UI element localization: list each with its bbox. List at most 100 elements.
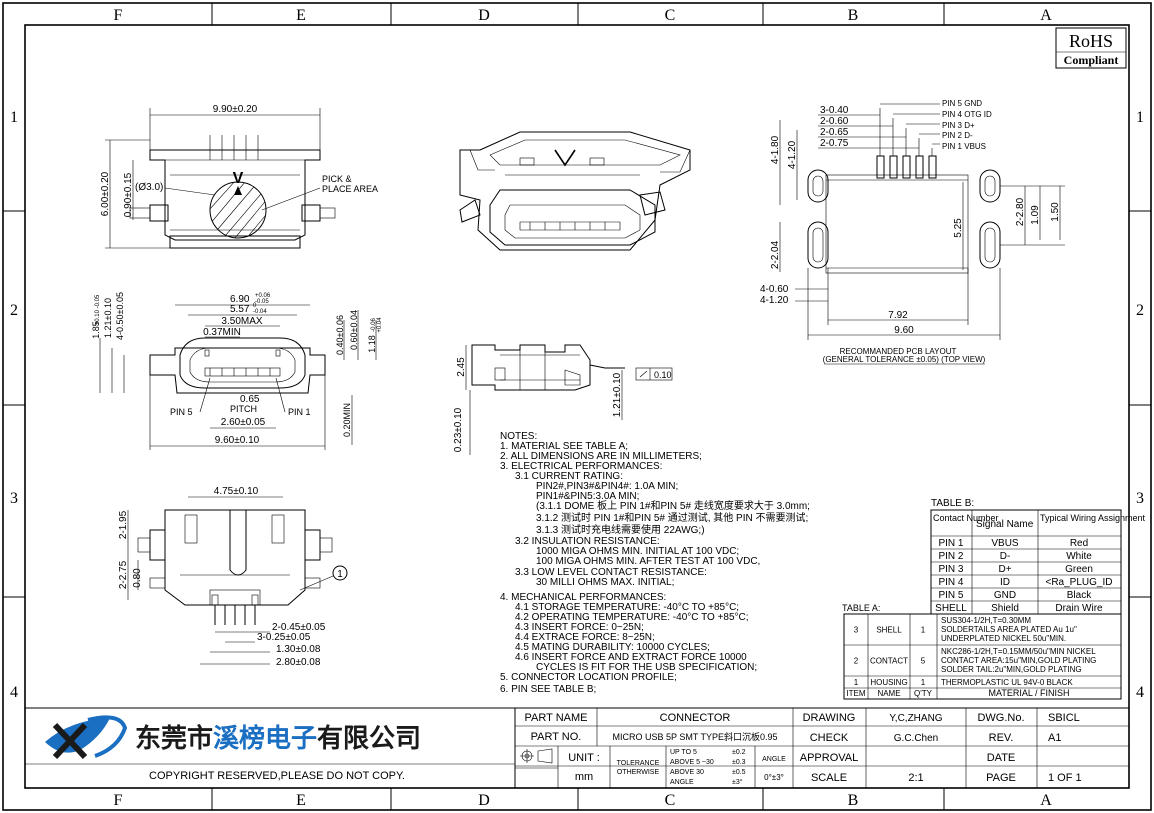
pin-pad <box>915 155 924 179</box>
pad-oval <box>807 169 829 203</box>
table-a-item: 1 <box>854 678 859 687</box>
zone-label-left: 3 <box>10 490 18 507</box>
copyright: COPYRIGHT RESERVED,PLEASE DO NOT COPY. <box>149 770 405 782</box>
table-b-contact: SHELL <box>935 603 967 614</box>
rev-label: REV. <box>989 732 1014 744</box>
table-b-signal: D+ <box>998 564 1011 575</box>
pcb-dim-120h: 4-1.20 <box>760 295 789 306</box>
note-line: (3.1.1 DOME 板上 PIN 1#和PIN 5# 走线宽度要求大于 3.… <box>536 499 810 512</box>
flatness-frame <box>635 367 673 381</box>
table-b-signal: Shield <box>991 603 1019 614</box>
pcb-dim-525: 5.25 <box>953 218 964 238</box>
dim-023: 0.23±0.10 <box>453 407 464 452</box>
tol-value: ±0.3 <box>732 759 746 766</box>
note-line: 4.6 INSERT FORCE AND EXTRACT FORCE 10000 <box>515 652 747 663</box>
table-a-header: ITEM <box>846 689 865 698</box>
table-b-signal: GND <box>994 590 1016 601</box>
table-b-title: TABLE B: <box>931 498 974 509</box>
scale-value: 2:1 <box>908 772 923 784</box>
zone-label-top: A <box>1040 7 1052 24</box>
zone-label-bottom: A <box>1040 792 1052 809</box>
rev-value: A1 <box>1048 732 1061 744</box>
pick-place-label-1: PICK & <box>322 174 352 184</box>
isometric-view <box>459 131 691 251</box>
drawing-label: DRAWING <box>803 712 856 724</box>
pcb-pin-label: PIN 1 VBUS <box>942 142 986 151</box>
note-line: 5. CONNECTOR LOCATION PROFILE; <box>500 672 677 683</box>
zone-label-bottom: B <box>848 792 859 809</box>
note-line: 100 MIGA OHMS MIN. AFTER TEST AT 100 VDC… <box>536 556 760 567</box>
pad-oval <box>807 221 829 269</box>
pcb-dim-150: 1.50 <box>1050 202 1061 222</box>
note-line: 3. ELECTRICAL PERFORMANCES: <box>500 461 662 472</box>
dim-050: 4-0.50±0.05 <box>115 292 125 340</box>
zone-label-top: B <box>848 7 859 24</box>
pitch-label: PITCH <box>230 404 257 414</box>
page-label: PAGE <box>986 772 1016 784</box>
dim-275: 2-2.75 <box>118 560 129 589</box>
opening-view: 6.90 +0.06 -0.05 5.57 0 -0.04 3.50MAX 0.… <box>91 292 383 450</box>
rohs-subtitle: Compliant <box>1064 53 1119 67</box>
pcb-dim: 3-0.40 <box>820 105 849 116</box>
zone-labels: F E D C B A F E D C B A 1 2 3 4 1 2 3 4 <box>10 7 1144 809</box>
table-b-header: Contact Number <box>933 513 999 523</box>
company-suffix: 有限公司 <box>317 723 421 753</box>
unit-label: UNIT : <box>568 752 600 764</box>
dim-080: 0.80 <box>132 568 143 588</box>
table-a-material: UNDERPLATED NICKEL 50u"MIN. <box>941 634 1066 643</box>
bottom-view: 4.75±0.10 2-1.95 2-2.75 0.80 1 2-0.45±0.… <box>118 486 348 668</box>
table-a-header: MATERIAL / FINISH <box>988 688 1069 698</box>
table-a-material: NKC286-1/2H,T=0.15MM/50u"MIN NICKEL <box>941 647 1096 656</box>
note-line: 4.5 MATING DURABILITY: 10000 CYCLES; <box>515 642 710 653</box>
zone-label-left: 1 <box>10 109 18 126</box>
angle-value: 0°±3° <box>764 773 784 782</box>
tol-range: ABOVE 30 <box>670 769 704 776</box>
table-a-qty: 1 <box>921 678 926 687</box>
approval-label: APPROVAL <box>800 752 859 764</box>
check-value: G.C.Chen <box>894 733 938 744</box>
angle-tol: ±3° <box>732 778 743 786</box>
front-view: V 9.90±0.20 6.00±0.20 0.90±0.15 (Ø3.0) P… <box>100 104 378 249</box>
table-a-name: SHELL <box>876 626 902 635</box>
dim-350: 3.50MAX <box>221 316 262 327</box>
note-line: 30 MILLI OHMS MAX. INITIAL; <box>536 577 674 588</box>
dim-circle: (Ø3.0) <box>135 182 163 193</box>
zone-label-bottom: C <box>665 792 676 809</box>
table-b-wiring: Black <box>1067 590 1092 601</box>
table-a-name: HOUSING <box>870 678 907 687</box>
table-b-contact: PIN 2 <box>938 551 963 562</box>
zone-ticks <box>3 3 1151 810</box>
note-line: 3.3 LOW LEVEL CONTACT RESISTANCE: <box>515 567 707 578</box>
dim-020: 0.20MIN <box>342 403 352 437</box>
pcb-dim-204: 2-2.04 <box>770 240 781 269</box>
dim-065: 0.65 <box>240 394 260 405</box>
table-a-material: SUS304-1/2H,T=0.30MM <box>941 616 1031 625</box>
dim-557-tol-lower: -0.04 <box>253 309 267 315</box>
table-a-material: THERMOPLASTIC UL 94V-0 BLACK <box>941 678 1073 687</box>
pcb-pin-label: PIN 5 GND <box>942 99 982 108</box>
zone-label-right: 1 <box>1136 109 1144 126</box>
company-logo-icon <box>45 715 128 760</box>
dim-025: 3-0.25±0.05 <box>257 632 311 643</box>
note-line: NOTES: <box>500 431 537 442</box>
table-a-title: TABLE A: <box>842 603 880 613</box>
table-b: TABLE B: Contact Number Signal Name Typi… <box>930 498 1146 615</box>
zone-label-top: C <box>665 7 676 24</box>
dim-600: 6.00±0.20 <box>100 171 111 216</box>
table-a-item: 3 <box>854 626 859 635</box>
pin-pad <box>902 155 911 179</box>
dim-990: 9.90±0.20 <box>213 104 258 115</box>
pcb-dim-792: 7.92 <box>888 310 908 321</box>
pcb-pin-label: PIN 3 D+ <box>942 121 975 130</box>
tol-value: ±0.2 <box>732 749 746 756</box>
dim-118: 1.18 <box>367 335 377 353</box>
dim-045: 2-0.45±0.05 <box>272 622 326 633</box>
dim-185: 1.85 <box>91 321 101 339</box>
table-b-signal: D- <box>1000 551 1011 562</box>
dim-121-side: 1.21±0.10 <box>612 372 623 417</box>
tol-range: UP TO 5 <box>670 749 697 756</box>
otherwise-label: OTHERWISE <box>617 769 660 776</box>
table-b-contact: PIN 3 <box>938 564 963 575</box>
